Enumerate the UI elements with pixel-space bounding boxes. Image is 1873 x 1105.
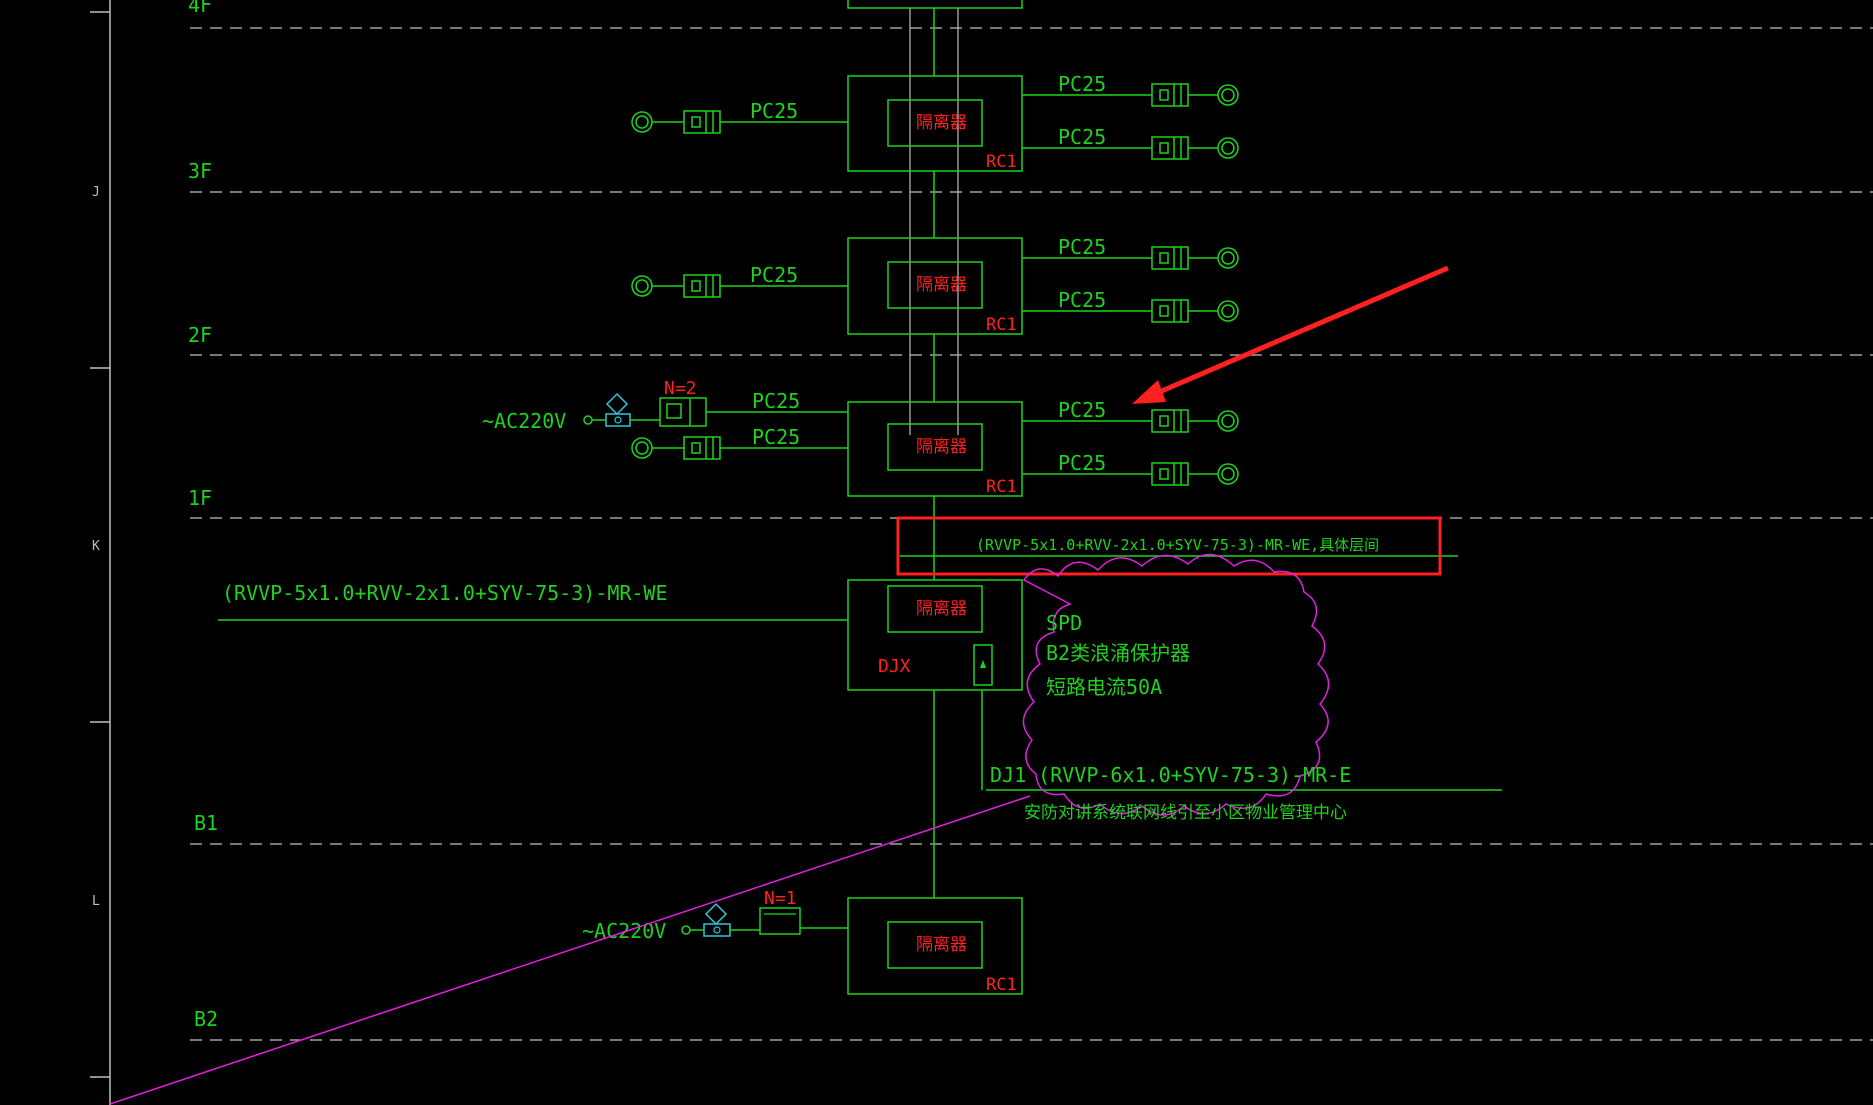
pc25-label-3f-left: PC25 xyxy=(750,99,798,123)
isolator-label-b2: 隔离器 xyxy=(916,935,967,955)
rc1-label-2f: RC1 xyxy=(986,315,1017,335)
floor-label-b2: B2 xyxy=(194,1007,218,1031)
highlight-box xyxy=(896,516,1442,576)
pc25-label-2f-r1: PC25 xyxy=(1058,235,1106,259)
spd-line1: B2类浪涌保护器 xyxy=(1046,641,1190,665)
power-supply-1f xyxy=(583,392,707,427)
floor-label-3f: 3F xyxy=(188,159,212,183)
pc25-label-1f-r2: PC25 xyxy=(1058,451,1106,475)
isolator-label-3f: 隔离器 xyxy=(916,113,967,133)
floor-label-2f: 2F xyxy=(188,323,212,347)
isolator-label-1f: 隔离器 xyxy=(916,437,967,457)
main-cable-label: (RVVP-5x1.0+RVV-2x1.0+SYV-75-3)-MR-WE xyxy=(222,581,668,605)
panel-1f xyxy=(847,401,1023,497)
riser-lines xyxy=(909,8,959,435)
pc25-label-1f-l2: PC25 xyxy=(752,425,800,449)
revision-cloud xyxy=(1022,553,1330,816)
panel-3f xyxy=(847,75,1023,172)
n1-label: N=1 xyxy=(764,888,797,909)
rc1-label-1f: RC1 xyxy=(986,477,1017,497)
djx-label: DJX xyxy=(878,656,911,677)
rc1-label-b2: RC1 xyxy=(986,975,1017,995)
panel-djx xyxy=(847,579,1023,691)
pc25-label-1f-l1: PC25 xyxy=(752,389,800,413)
axis-label-l: L xyxy=(92,894,100,909)
isolator-box-4f xyxy=(847,0,1023,9)
indoor-units-left xyxy=(631,110,721,460)
isolator-label-2f: 隔离器 xyxy=(916,275,967,295)
axis-label-k: K xyxy=(92,539,100,554)
pc25-label-3f-r2: PC25 xyxy=(1058,125,1106,149)
ac220v-label-1f: ~AC220V xyxy=(482,409,566,433)
panel-b2 xyxy=(847,897,1023,995)
pc25-label-2f-r2: PC25 xyxy=(1058,288,1106,312)
isolator-label-djx: 隔离器 xyxy=(916,599,967,619)
riser-green xyxy=(933,8,1502,898)
indoor-units-right xyxy=(1151,83,1239,486)
floor-label-4f: 4F xyxy=(188,0,212,17)
floor-lines xyxy=(190,27,1873,1041)
pc25-label-3f-r1: PC25 xyxy=(1058,72,1106,96)
branch-lines xyxy=(218,94,1152,929)
rc1-label-3f: RC1 xyxy=(986,152,1017,172)
floor-label-1f: 1F xyxy=(188,486,212,510)
axis-ruler xyxy=(90,0,111,1105)
pc25-label-1f-r1: PC25 xyxy=(1058,398,1106,422)
n2-label: N=2 xyxy=(664,378,697,399)
magenta-diagonal xyxy=(109,795,1031,1105)
dj1-note-label: 安防对讲系统联网线引至小区物业管理中心 xyxy=(1024,803,1347,823)
floor-label-b1: B1 xyxy=(194,811,218,835)
spd-line2: 短路电流50A xyxy=(1046,675,1162,699)
pc25-label-2f-left: PC25 xyxy=(750,263,798,287)
axis-label-j: J xyxy=(92,185,100,200)
highlight-cable-label: (RVVP-5x1.0+RVV-2x1.0+SYV-75-3)-MR-WE,具体… xyxy=(976,536,1379,554)
power-supply-b2 xyxy=(681,902,801,937)
spd-title: SPD xyxy=(1046,611,1082,635)
dj1-cable-label: DJ1 (RVVP-6x1.0+SYV-75-3)-MR-E xyxy=(990,763,1351,787)
annotation-arrow xyxy=(1132,265,1449,404)
